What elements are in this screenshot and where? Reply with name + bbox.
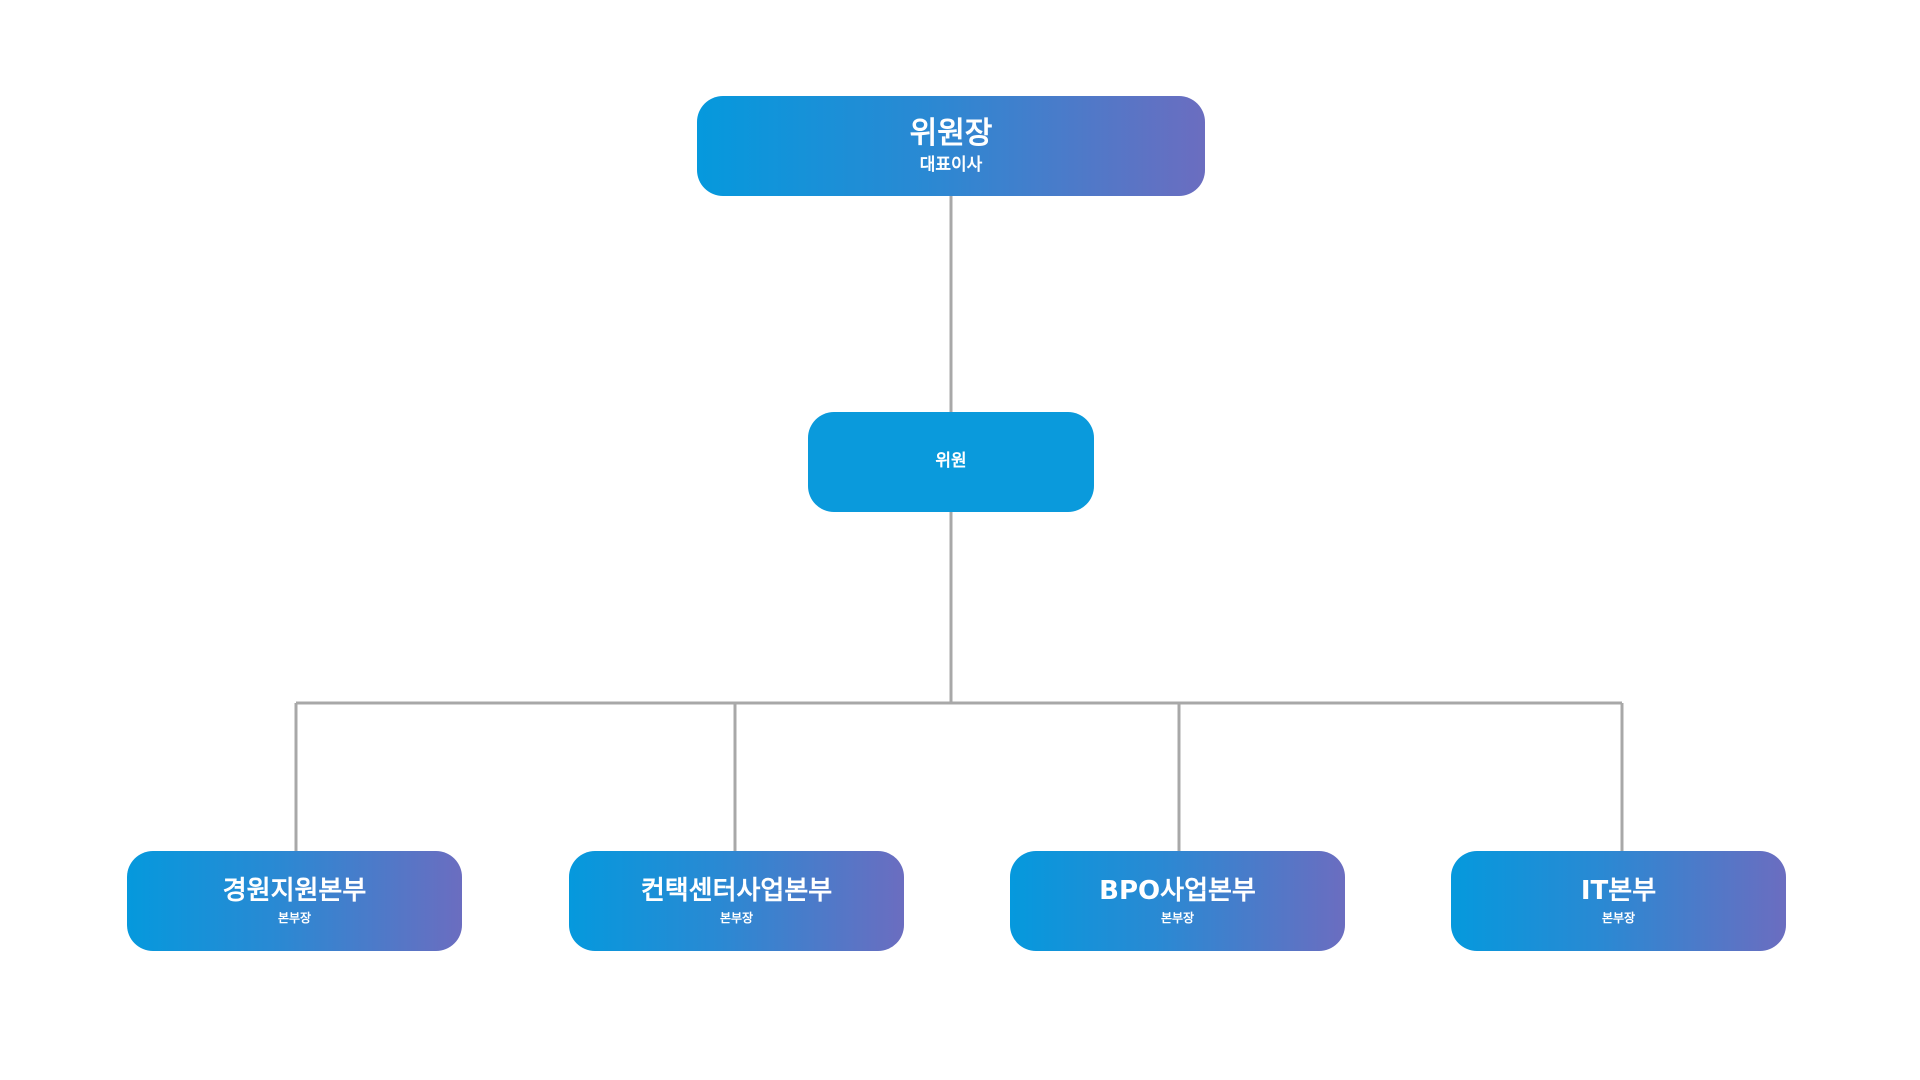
org-node-subtitle: 본부장 [1160, 910, 1195, 925]
org-node-subtitle: 대표이사 [919, 155, 983, 176]
org-node-division: 경원지원본부 본부장 [127, 851, 462, 951]
org-node-subtitle: 본부장 [719, 910, 754, 925]
org-node-title: BPO사업본부 [1099, 875, 1256, 906]
org-node-title: 경원지원본부 [222, 875, 367, 906]
org-node-title: 컨택센터사업본부 [640, 875, 833, 906]
org-node-title: IT본부 [1580, 875, 1657, 906]
org-node-division: BPO사업본부 본부장 [1010, 851, 1345, 951]
org-node-subtitle: 본부장 [277, 910, 312, 925]
org-node-title: 위원 [935, 451, 967, 472]
org-node-division: 컨택센터사업본부 본부장 [569, 851, 904, 951]
org-node-title: 위원장 [909, 115, 993, 151]
org-node-chairman: 위원장 대표이사 [697, 96, 1205, 196]
org-node-member: 위원 [808, 412, 1094, 512]
org-node-subtitle: 본부장 [1601, 910, 1636, 925]
org-node-division: IT본부 본부장 [1451, 851, 1786, 951]
